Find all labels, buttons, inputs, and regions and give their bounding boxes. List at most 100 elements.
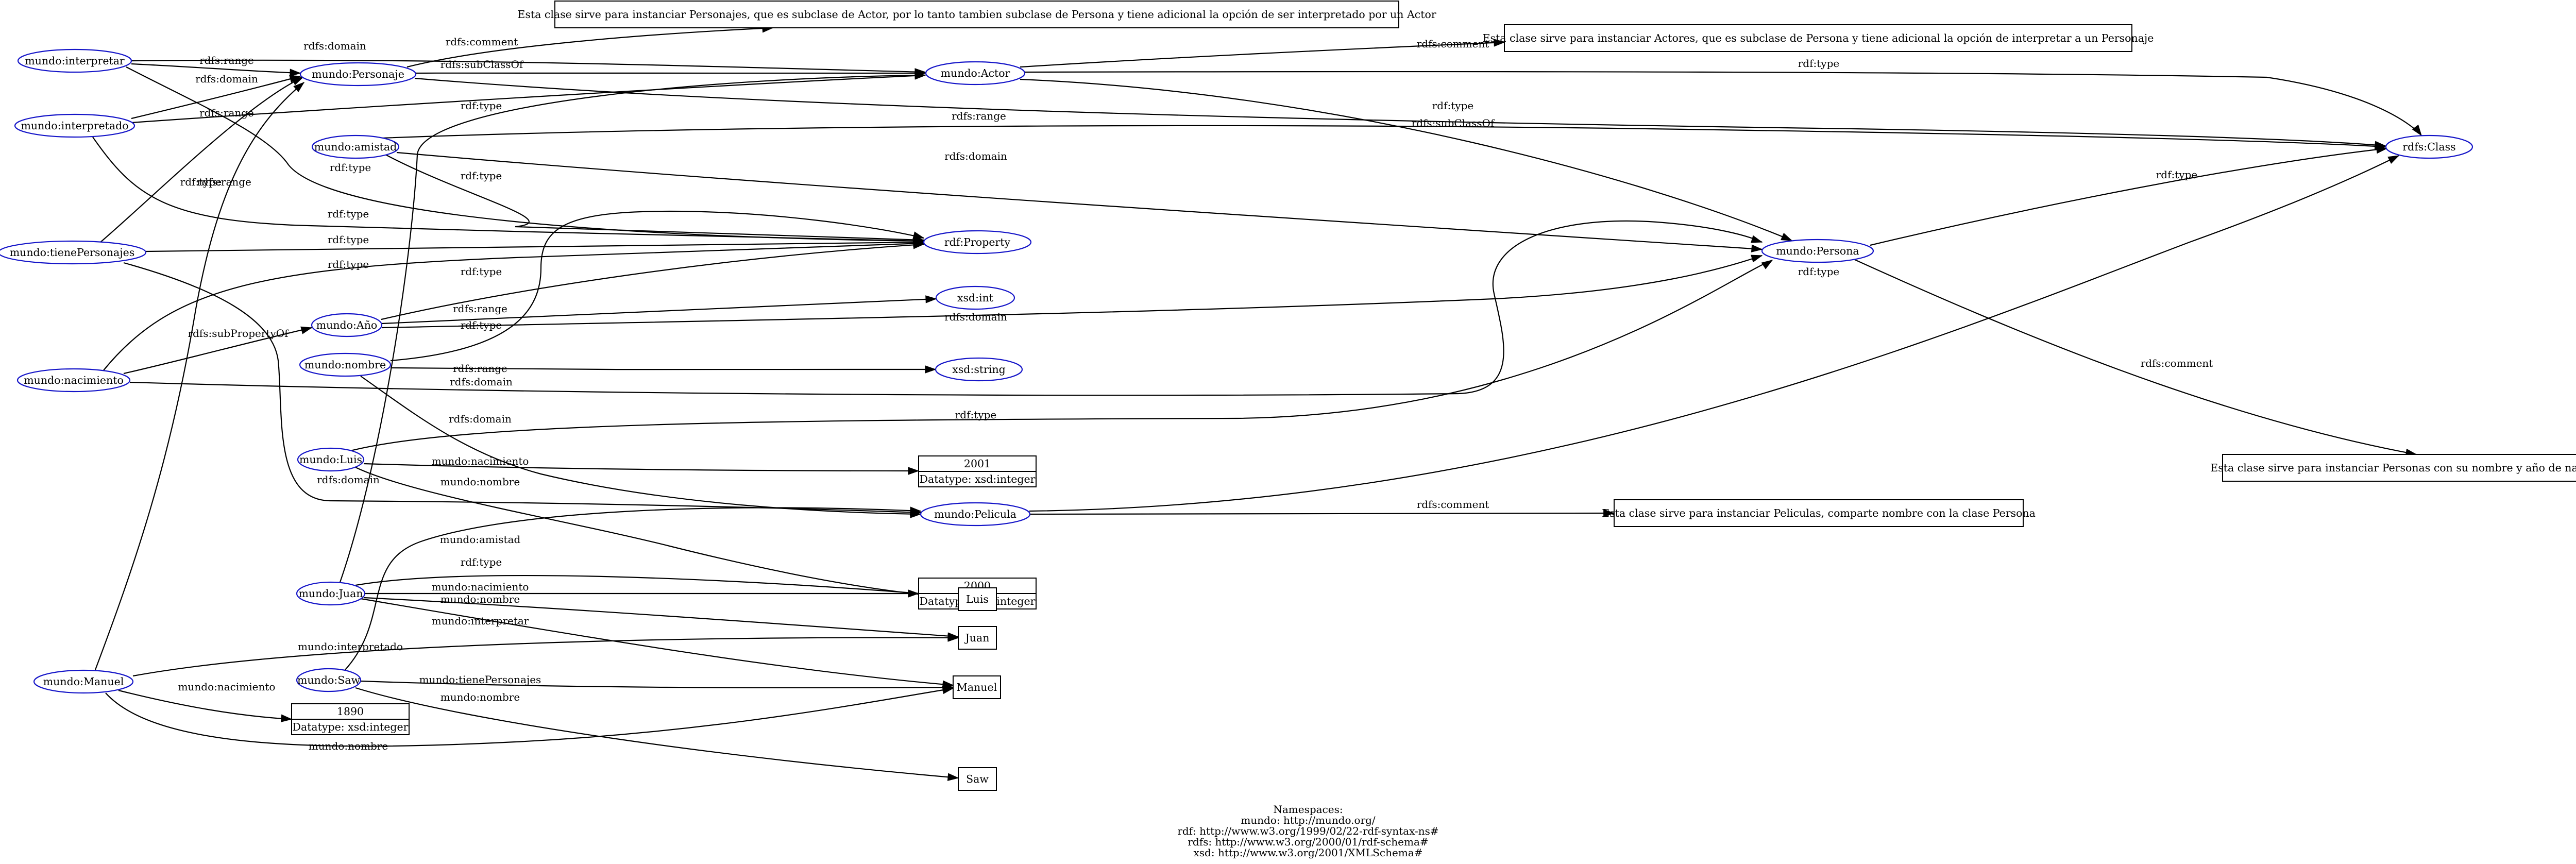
edge-line (360, 680, 954, 689)
node-Actor[interactable]: mundo:Actor (925, 61, 1026, 86)
node-label: mundo:Persona (1776, 245, 1859, 257)
node-nacimiento[interactable]: mundo:nacimiento (16, 368, 131, 393)
edge: mundo:nombre (105, 686, 954, 752)
edge: rdf:type (1024, 57, 2422, 137)
edge-label: mundo:nacimiento (432, 455, 529, 467)
node-Anio[interactable]: mundo:Año (311, 313, 383, 337)
node-Manuel[interactable]: mundo:Manuel (33, 669, 134, 694)
edge-label: rdf:type (328, 233, 369, 246)
node-Saw[interactable]: mundo:Saw (296, 668, 362, 692)
edge-line (381, 125, 2386, 148)
namespace-line: rdf: http://www.w3.org/1999/02/22-rdf-sy… (1177, 825, 1438, 837)
edge-label: mundo:nacimiento (178, 681, 276, 693)
edge: rdfs:subClassOf (415, 58, 926, 77)
edge-label: mundo:tienePersonajes (419, 673, 541, 686)
node-box (1614, 499, 2024, 527)
node-label: mundo:Luis (299, 453, 362, 466)
node-ellipse (296, 668, 362, 692)
edge-label: rdfs:range (952, 110, 1006, 122)
edge-line (94, 82, 304, 670)
node-cmtActor[interactable]: Esta clase sirve para instanciar Actores… (1483, 24, 2154, 52)
node-ellipse (311, 134, 400, 159)
edge-line (363, 463, 919, 472)
node-xsdint[interactable]: xsd:int (935, 285, 1015, 310)
edge-label: rdfs:comment (2141, 357, 2213, 369)
edge-line (131, 75, 301, 120)
namespace-line: rdfs: http://www.w3.org/2000/01/rdf-sche… (1188, 836, 1428, 848)
node-nombre[interactable]: mundo:nombre (299, 352, 392, 377)
edge-label: rdfs:comment (1417, 38, 1489, 50)
node-interpretar[interactable]: mundo:interpretar (17, 48, 132, 73)
edge: mundo:nombre (355, 687, 959, 781)
edge-label: mundo:interpretar (432, 615, 529, 627)
edge-label: rdfs:range (453, 362, 507, 375)
node-ellipse (935, 285, 1015, 310)
edge-label: mundo:nombre (309, 740, 388, 752)
node-box (953, 675, 1001, 699)
edge-label: mundo:nombre (440, 476, 520, 488)
node-interpretado[interactable]: mundo:interpretado (14, 113, 135, 138)
edge-label: rdfs:range (197, 176, 251, 188)
node-label: mundo:interpretar (25, 55, 125, 67)
node-tienePersonajes[interactable]: mundo:tienePersonajes (0, 240, 147, 265)
node-label: mundo:amistad (314, 141, 397, 153)
node-label: Esta clase sirve para instanciar Actores… (1483, 32, 2154, 44)
edge-line (100, 77, 303, 243)
edge: mundo:nombre (360, 593, 954, 688)
edge-label: rdfs:comment (1417, 498, 1489, 511)
node-litJuan[interactable]: Juan (958, 626, 997, 650)
node-amistad[interactable]: mundo:amistad (311, 134, 400, 159)
node-rdfProperty[interactable]: rdf:Property (923, 230, 1032, 255)
edge: rdf:type (145, 233, 925, 252)
edge-line (1024, 71, 2422, 136)
literal-value: 1890 (337, 705, 364, 718)
edge: rdf:type (92, 137, 925, 245)
edge-label: rdfs:range (199, 107, 254, 119)
edge-line (105, 687, 954, 747)
node-label: mundo:interpretado (21, 120, 128, 132)
node-Juan[interactable]: mundo:Juan (296, 581, 366, 606)
node-cmtPersona[interactable]: Esta clase sirve para instanciar Persona… (2210, 454, 2576, 482)
arrowhead (1751, 255, 1763, 263)
edge-line (1029, 155, 2399, 512)
node-label: xsd:int (957, 292, 994, 304)
edge-label: rdf:type (1432, 99, 1473, 112)
literal-datatype: Datatype: xsd:integer (293, 721, 409, 733)
edge: rdfs:domain (131, 73, 301, 120)
node-rdfsClass[interactable]: rdfs:Class (2385, 134, 2473, 159)
node-label: mundo:nacimiento (24, 374, 124, 386)
node-Pelicula[interactable]: mundo:Pelicula (920, 502, 1031, 527)
node-Persona[interactable]: mundo:Persona (1761, 239, 1874, 263)
edge: rdfs:comment (1029, 498, 1615, 517)
edge: rdfs:domain (123, 262, 922, 516)
node-box (2222, 454, 2576, 482)
arrowhead (1781, 232, 1793, 241)
edge: rdfs:subPropertyOf (123, 326, 313, 375)
edge-line (415, 72, 926, 74)
node-Luis[interactable]: mundo:Luis (297, 447, 365, 472)
node-box (958, 767, 997, 791)
node-ellipse (923, 230, 1032, 255)
edge-line (92, 137, 924, 242)
edge-line (381, 243, 924, 320)
node-Personaje[interactable]: mundo:Personaje (299, 62, 417, 87)
edge-line (131, 59, 926, 73)
edge-label: rdfs:domain (944, 150, 1007, 162)
edge: rdf:type (381, 241, 925, 320)
node-cmtPersonaje[interactable]: Esta clase sirve para instanciar Persona… (517, 1, 1436, 28)
node-litLuis[interactable]: Luis (958, 587, 997, 611)
node-xsdstring[interactable]: xsd:string (935, 357, 1023, 382)
node-ellipse (935, 357, 1023, 382)
edge-label: rdf:type (1798, 57, 1839, 70)
node-litManuel[interactable]: Manuel (953, 675, 1001, 699)
edge-line (1020, 41, 1505, 68)
node-litSaw[interactable]: Saw (958, 767, 997, 791)
node-label: mundo:Juan (298, 587, 363, 600)
edge-line (103, 242, 924, 371)
edge-line (1020, 78, 1792, 242)
namespaces-legend: Namespaces:mundo: http://mundo.org/rdf: … (1177, 803, 1438, 859)
node-cmtPelicula[interactable]: Esta clase sirve para instanciar Pelicul… (1602, 499, 2036, 527)
literal-datatype: Datatype: xsd:integer (920, 473, 1036, 485)
